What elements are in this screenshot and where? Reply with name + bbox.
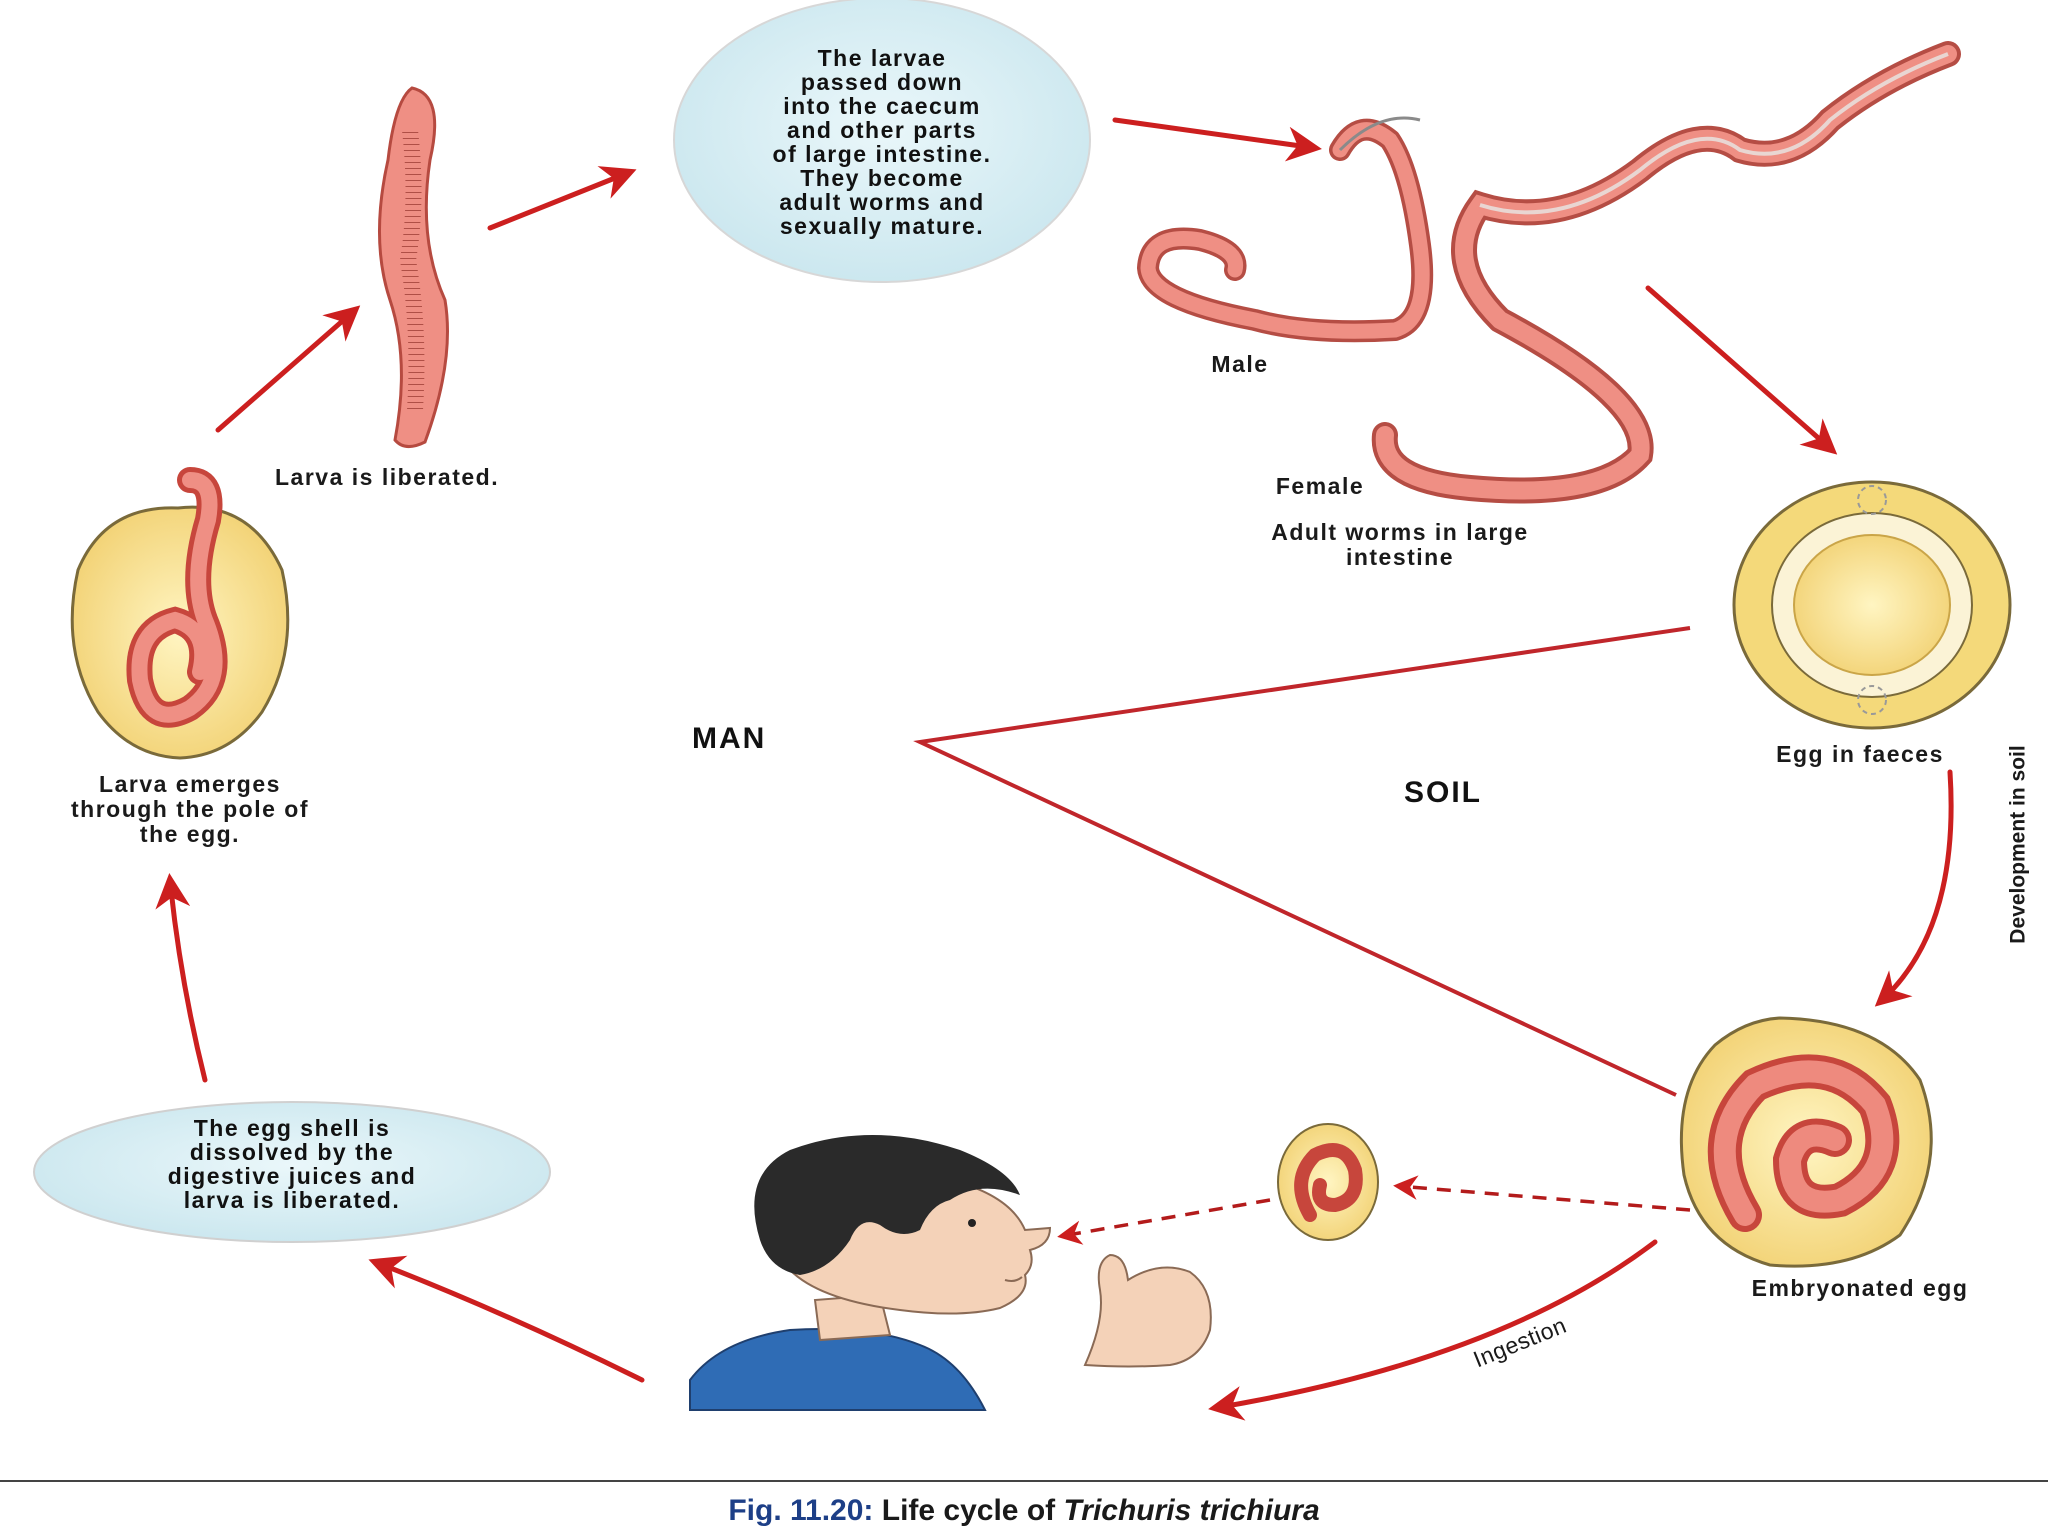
egg-larva-emerging	[70, 467, 290, 760]
bubble-top-text: The larvae passed down into the caecum a…	[772, 45, 992, 239]
caption-species: Trichuris trichiura	[1063, 1494, 1320, 1527]
arrow-development-in-soil	[1874, 769, 1954, 1007]
caption-prefix: Life cycle of	[873, 1494, 1064, 1527]
bubble-bottom-text: The egg shell is dissolved by the digest…	[167, 1115, 417, 1213]
small-egg	[1277, 1123, 1379, 1241]
arrow-adults-to-egg	[1645, 285, 1838, 455]
label-embryonated-egg: Embryonated egg	[1751, 1275, 1969, 1301]
dashed-arrow-to-mouth	[1057, 1198, 1271, 1245]
region-man: MAN	[692, 722, 767, 755]
egg-in-faeces	[1732, 480, 2012, 730]
shirt	[689, 1328, 987, 1411]
arrow-man-to-bubble	[368, 1255, 645, 1383]
caption-divider	[0, 1480, 2048, 1482]
label-adult-worms: Adult worms in large intestine	[1271, 519, 1529, 570]
man-soil-divider	[913, 626, 1691, 1097]
dashed-arrow-to-small-egg	[1393, 1175, 1691, 1212]
hair	[754, 1135, 1020, 1275]
hand	[1083, 1253, 1212, 1368]
label-larva-emerges: Larva emerges through the pole of the eg…	[70, 771, 309, 847]
arrow-egg-to-larva	[155, 873, 208, 1083]
bubble-larvae-caecum	[673, 0, 1091, 283]
dashed-arrows	[1057, 1175, 1691, 1245]
larva-worm	[378, 86, 449, 448]
label-egg-in-faeces: Egg in faeces	[1776, 741, 1944, 767]
bubble-eggshell-dissolved	[33, 1101, 551, 1243]
man-figure	[689, 1135, 1212, 1411]
cycle-arrows	[155, 117, 1954, 1421]
region-soil: SOIL	[1404, 776, 1483, 809]
arrow-larva-to-bubble	[487, 166, 637, 231]
embryonated-egg	[1679, 1016, 1933, 1268]
arrow-larva-emerges-to-liberated	[215, 305, 361, 433]
label-development-in-soil: Development in soil	[2006, 745, 2030, 944]
arrow-bubble-to-adults	[1112, 117, 1322, 162]
caption-fig-number: Fig. 11.20:	[728, 1494, 874, 1527]
label-larva-liberated: Larva is liberated.	[275, 464, 500, 490]
label-male: Male	[1211, 351, 1269, 377]
figure-caption: Fig. 11.20: Life cycle of Trichuris tric…	[0, 1494, 2048, 1528]
adult-worms	[1136, 41, 1961, 504]
label-female: Female	[1275, 473, 1365, 499]
arrow-ingestion	[1208, 1239, 1658, 1421]
